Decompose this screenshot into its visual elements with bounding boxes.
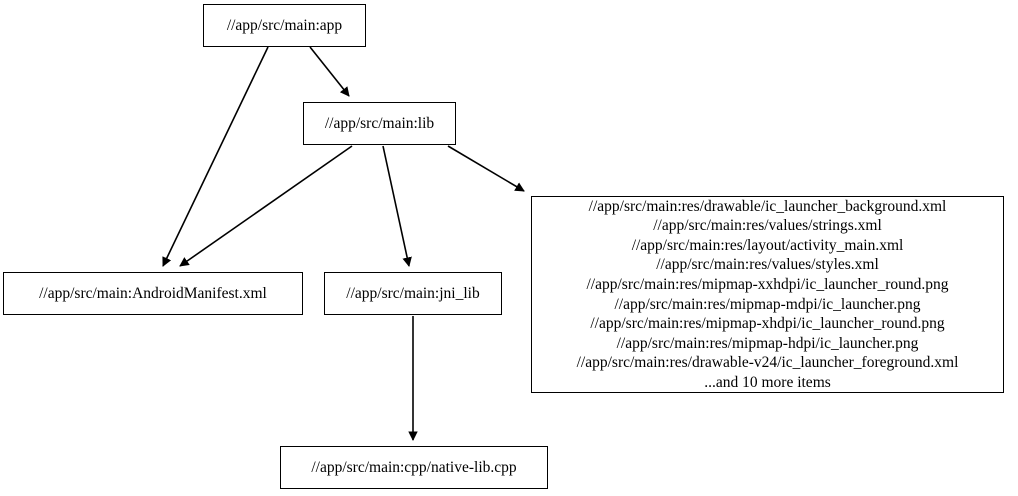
node-app[interactable]: //app/src/main:app bbox=[203, 4, 366, 47]
node-native-lib-cpp[interactable]: //app/src/main:cpp/native-lib.cpp bbox=[280, 446, 548, 489]
edge-lib-to-manifest bbox=[179, 145, 353, 267]
node-android-manifest[interactable]: //app/src/main:AndroidManifest.xml bbox=[3, 272, 303, 315]
node-jni-lib[interactable]: //app/src/main:jni_lib bbox=[324, 272, 502, 315]
node-res-group[interactable]: //app/src/main:res/drawable/ic_launcher_… bbox=[531, 196, 1004, 393]
edge-app-to-manifest bbox=[162, 46, 269, 267]
node-res-group-label: //app/src/main:res/drawable/ic_launcher_… bbox=[576, 197, 959, 391]
edge-lib-to-res bbox=[447, 145, 525, 192]
edge-lib-to-jni-lib bbox=[382, 145, 412, 267]
node-android-manifest-label: //app/src/main:AndroidManifest.xml bbox=[39, 284, 267, 302]
node-app-label: //app/src/main:app bbox=[226, 16, 343, 34]
edge-app-to-lib bbox=[309, 46, 350, 97]
node-lib[interactable]: //app/src/main:lib bbox=[303, 102, 456, 145]
node-jni-lib-label: //app/src/main:jni_lib bbox=[346, 284, 480, 302]
node-lib-label: //app/src/main:lib bbox=[324, 114, 435, 132]
node-native-lib-cpp-label: //app/src/main:cpp/native-lib.cpp bbox=[311, 458, 517, 476]
